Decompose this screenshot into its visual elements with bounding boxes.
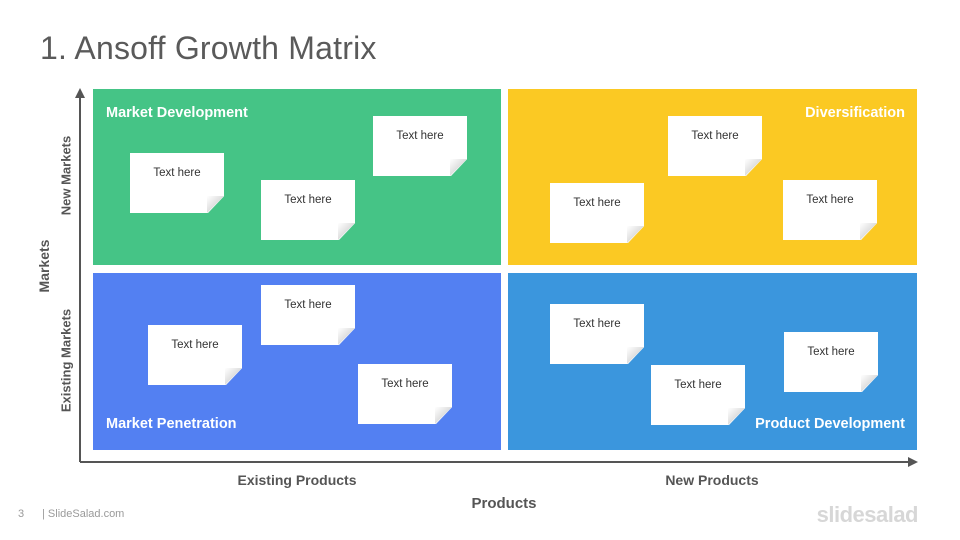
note-text: Text here [573,197,621,209]
page-curl-icon [338,328,355,345]
sticky-note[interactable]: Text here [550,304,644,364]
y-axis-title: Markets [36,239,52,293]
note-text: Text here [396,130,444,142]
x-axis-new-products-label: New Products [665,472,759,488]
page-curl-icon [745,159,762,176]
quadrant-label: Product Development [755,416,905,432]
note-text: Text here [806,194,854,206]
footer-site-link[interactable]: | SlideSalad.com [42,508,125,520]
quadrant-label: Diversification [805,105,905,121]
sticky-note[interactable]: Text here [358,364,452,424]
quadrant-label: Market Development [106,105,248,121]
sticky-note[interactable]: Text here [373,116,467,176]
note-text: Text here [284,194,332,206]
note-text: Text here [573,318,621,330]
sticky-note[interactable]: Text here [130,153,224,213]
page-number: 3 [18,508,25,520]
x-axis-title: Products [471,495,537,512]
note-text: Text here [171,339,219,351]
page-curl-icon [728,408,745,425]
page-curl-icon [450,159,467,176]
quadrant-product-development: Product Development Text here Text here … [508,273,917,450]
x-axis-arrow-icon [908,457,918,467]
sticky-note[interactable]: Text here [148,325,242,385]
page-curl-icon [435,407,452,424]
note-text: Text here [674,379,722,391]
sticky-note[interactable]: Text here [261,285,355,345]
page-curl-icon [338,223,355,240]
note-text: Text here [284,299,332,311]
page-curl-icon [627,347,644,364]
x-axis-existing-products-label: Existing Products [237,472,357,488]
page-curl-icon [860,223,877,240]
note-text: Text here [691,130,739,142]
quadrant-label: Market Penetration [106,416,237,432]
quadrant-market-development: Market Development Text here Text here T… [93,89,501,265]
sticky-note[interactable]: Text here [651,365,745,425]
slidesalad-logo: slidesalad [816,502,919,527]
note-text: Text here [807,346,855,358]
page-curl-icon [225,368,242,385]
y-axis-arrow-icon [75,88,85,98]
sticky-note[interactable]: Text here [668,116,762,176]
y-axis-new-markets-label: New Markets [58,135,74,216]
note-text: Text here [381,378,429,390]
page-curl-icon [627,226,644,243]
sticky-note[interactable]: Text here [550,183,644,243]
page-curl-icon [861,375,878,392]
sticky-note[interactable]: Text here [784,332,878,392]
note-text: Text here [153,167,201,179]
slide-title: 1. Ansoff Growth Matrix [40,30,377,66]
quadrant-diversification: Diversification Text here Text here Text… [508,89,917,265]
page-curl-icon [207,196,224,213]
quadrant-market-penetration: Market Penetration Text here Text here T… [93,273,501,450]
sticky-note[interactable]: Text here [783,180,877,240]
sticky-note[interactable]: Text here [261,180,355,240]
y-axis-existing-markets-label: Existing Markets [58,308,74,413]
